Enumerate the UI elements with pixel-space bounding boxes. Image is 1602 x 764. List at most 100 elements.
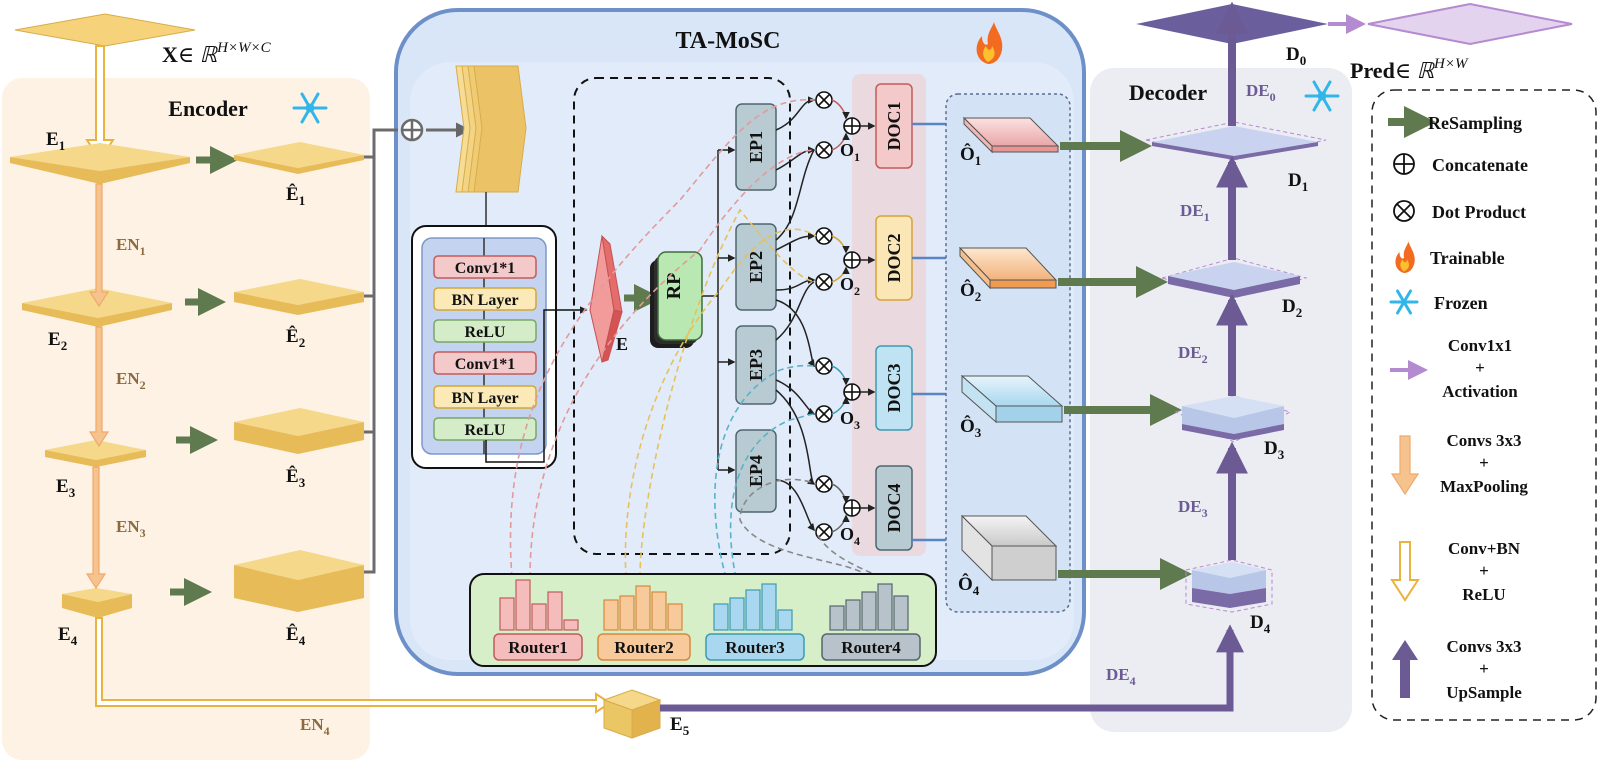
fire-icon bbox=[976, 22, 1003, 64]
de2-label: DE2 bbox=[1178, 343, 1208, 366]
ohat-4-block bbox=[960, 514, 1058, 582]
expert-4-label: EP4 bbox=[746, 455, 766, 487]
expert-3-label: EP3 bbox=[746, 349, 766, 381]
svg-text:+: + bbox=[1479, 453, 1489, 472]
svg-text:Convs 3x3: Convs 3x3 bbox=[1446, 431, 1521, 450]
svg-text:+: + bbox=[1475, 358, 1485, 377]
ohat-to-decoder-arrows bbox=[1058, 130, 1192, 590]
doc1-label: DOC1 bbox=[884, 102, 904, 151]
de0-label: DE0 bbox=[1246, 81, 1276, 104]
svg-text:+: + bbox=[1479, 561, 1489, 580]
svg-text:ReSampling: ReSampling bbox=[1428, 113, 1522, 133]
concat-lines bbox=[364, 122, 471, 574]
expert-blocks bbox=[735, 103, 777, 513]
router-1-label: Router1 bbox=[508, 638, 567, 657]
router-3-label: Router3 bbox=[725, 638, 784, 657]
legend-maxpool: Convs 3x3 + MaxPooling bbox=[1390, 431, 1528, 496]
ohat-1-block bbox=[962, 116, 1060, 154]
svg-text:Frozen: Frozen bbox=[1434, 293, 1488, 313]
ohat-panel bbox=[945, 93, 1071, 613]
e-hat-3-block bbox=[234, 408, 364, 454]
encoder-title: Encoder bbox=[168, 96, 248, 121]
expert-box bbox=[573, 77, 791, 555]
ohat-3-block bbox=[960, 374, 1064, 424]
svg-text:Activation: Activation bbox=[1442, 382, 1518, 401]
svg-text:MaxPooling: MaxPooling bbox=[1440, 477, 1528, 496]
router-4-label: Router4 bbox=[841, 638, 901, 657]
doc1-box bbox=[875, 83, 913, 169]
e-hat-4-label: Ê4 bbox=[286, 623, 306, 648]
decoder-snowflake-icon bbox=[1304, 80, 1340, 112]
dot-product-nodes bbox=[815, 91, 833, 541]
rp-to-expert-lines bbox=[702, 146, 736, 474]
conv-layer-1: Conv1*1 bbox=[455, 260, 515, 277]
svg-text:Concatenate: Concatenate bbox=[1432, 155, 1528, 175]
e-hat-1-block bbox=[234, 142, 364, 174]
router-1-bars bbox=[499, 579, 579, 631]
ohat-3-label: Ô3 bbox=[960, 415, 982, 440]
router-3-bars bbox=[713, 583, 793, 631]
legend-concatenate: Concatenate bbox=[1393, 153, 1528, 175]
rp-label: RP bbox=[663, 273, 685, 300]
e1-label: E1 bbox=[46, 129, 65, 153]
svg-text:Conv+BN: Conv+BN bbox=[1448, 539, 1521, 558]
conv-to-e-arrow bbox=[485, 306, 588, 463]
o1-label: O1 bbox=[840, 140, 860, 164]
conv-layer-2: BN Layer bbox=[451, 292, 518, 309]
en3-label: EN3 bbox=[116, 517, 146, 540]
router-4-bars bbox=[829, 583, 909, 631]
legend-conv1x1: Conv1x1 + Activation bbox=[1390, 336, 1518, 401]
e-hat-2-label: Ê2 bbox=[286, 325, 305, 350]
doc3-label: DOC3 bbox=[884, 364, 904, 413]
encoder-stage-4 bbox=[62, 588, 132, 618]
d1-label: D1 bbox=[1288, 170, 1308, 194]
encoder-stage-1 bbox=[10, 143, 190, 184]
conv-layer-5: BN Layer bbox=[451, 390, 518, 407]
pred-label: Pred∈ ℝH×W bbox=[1350, 56, 1469, 83]
d3-block bbox=[1174, 395, 1292, 443]
o2-label: O2 bbox=[840, 274, 860, 298]
svg-text:Trainable: Trainable bbox=[1430, 248, 1505, 268]
input-plane bbox=[14, 13, 196, 47]
ohat-2-block bbox=[958, 246, 1058, 290]
doc3-box bbox=[875, 345, 913, 431]
en4-arrow bbox=[95, 617, 612, 714]
d0-label: D0 bbox=[1286, 44, 1306, 68]
legend-conv-bn-relu: Conv+BN + ReLU bbox=[1390, 539, 1521, 604]
expert-2-label: EP2 bbox=[746, 251, 766, 283]
en1-label: EN1 bbox=[116, 235, 146, 258]
en2-label: EN2 bbox=[116, 369, 146, 392]
de4-path bbox=[660, 624, 1244, 712]
legend-trainable: Trainable bbox=[1395, 241, 1505, 273]
router-2-label: Router2 bbox=[614, 638, 673, 657]
encoder-resample-arrows bbox=[170, 146, 238, 606]
d4-block bbox=[1185, 559, 1273, 613]
concatenate-icon bbox=[400, 118, 424, 142]
o3-label: O3 bbox=[840, 408, 860, 432]
legend-frozen: Frozen bbox=[1389, 289, 1488, 315]
e-hat-2-block bbox=[234, 279, 364, 315]
legend-upsample: Convs 3x3 + UpSample bbox=[1392, 637, 1522, 702]
concat-feature-stack bbox=[455, 65, 527, 193]
conv-block-layers bbox=[433, 255, 537, 441]
expert-1-label: EP1 bbox=[746, 131, 766, 163]
en4-label: EN4 bbox=[300, 715, 330, 738]
ohat-1-label: Ô1 bbox=[960, 143, 981, 168]
d3-label: D3 bbox=[1264, 438, 1285, 462]
e3-label: E3 bbox=[56, 476, 76, 500]
e-hat-3-label: Ê3 bbox=[286, 465, 306, 490]
embedding-e bbox=[589, 234, 623, 363]
doc4-box bbox=[875, 465, 913, 551]
svg-text:+: + bbox=[1479, 659, 1489, 678]
conv-layer-4: Conv1*1 bbox=[455, 356, 515, 373]
d4-label: D4 bbox=[1250, 612, 1271, 636]
encoder-down-arrows bbox=[85, 183, 110, 590]
conv-layer-3: ReLU bbox=[465, 324, 506, 341]
e5-label: E5 bbox=[670, 714, 690, 738]
router-labels bbox=[493, 633, 921, 661]
svg-text:Conv1x1: Conv1x1 bbox=[1448, 336, 1512, 355]
legend-resampling: ReSampling bbox=[1388, 106, 1522, 138]
ohat-2-label: Ô2 bbox=[960, 279, 981, 304]
d2-label: D2 bbox=[1282, 296, 1302, 320]
